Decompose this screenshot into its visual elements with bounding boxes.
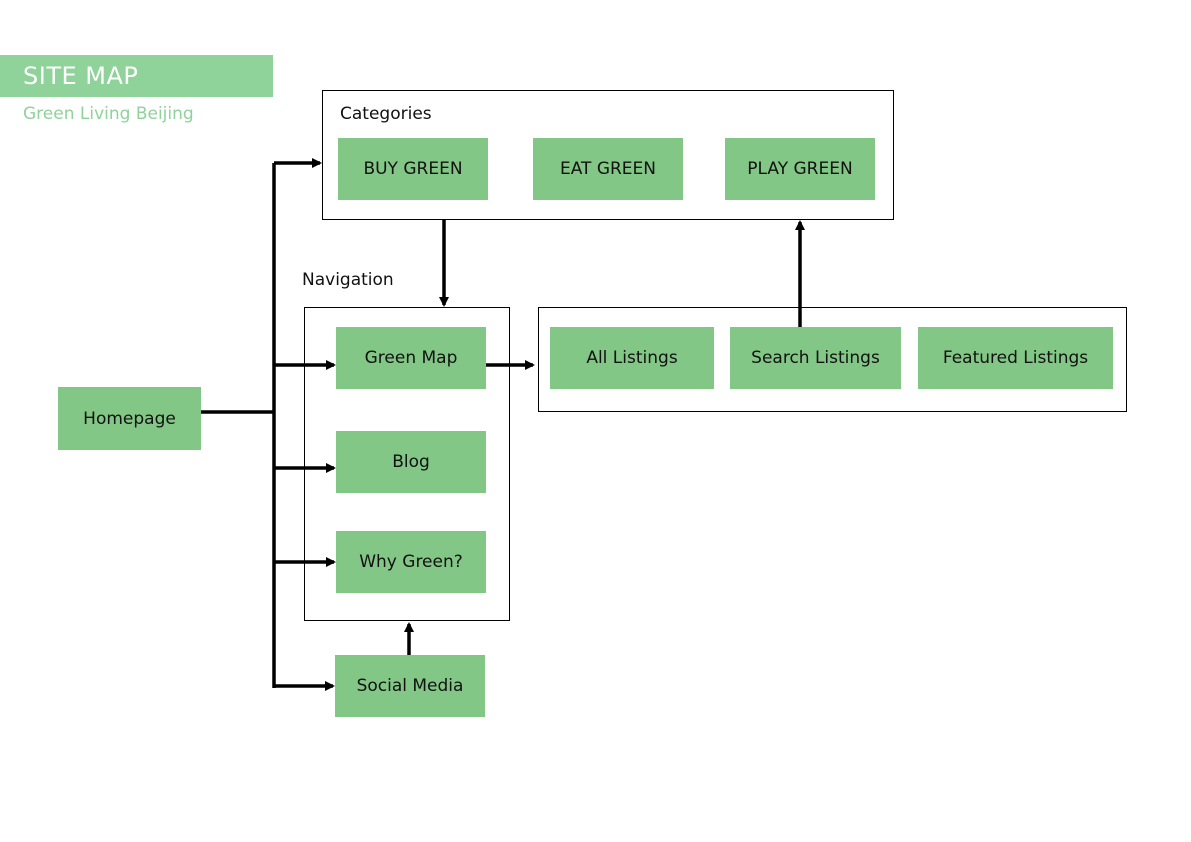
categories-group-label: Categories: [340, 104, 432, 124]
navigation-group-label: Navigation: [302, 270, 394, 290]
play-green-node[interactable]: PLAY GREEN: [725, 138, 875, 200]
green-map-node[interactable]: Green Map: [336, 327, 486, 389]
all-listings-node[interactable]: All Listings: [550, 327, 714, 389]
homepage-node[interactable]: Homepage: [58, 387, 201, 450]
blog-node[interactable]: Blog: [336, 431, 486, 493]
site-map-title: SITE MAP: [0, 55, 273, 97]
site-map-subtitle: Green Living Beijing: [23, 104, 194, 124]
search-listings-node[interactable]: Search Listings: [730, 327, 901, 389]
eat-green-node[interactable]: EAT GREEN: [533, 138, 683, 200]
why-green-node[interactable]: Why Green?: [336, 531, 486, 593]
social-media-node[interactable]: Social Media: [335, 655, 485, 717]
buy-green-node[interactable]: BUY GREEN: [338, 138, 488, 200]
featured-listings-node[interactable]: Featured Listings: [918, 327, 1113, 389]
